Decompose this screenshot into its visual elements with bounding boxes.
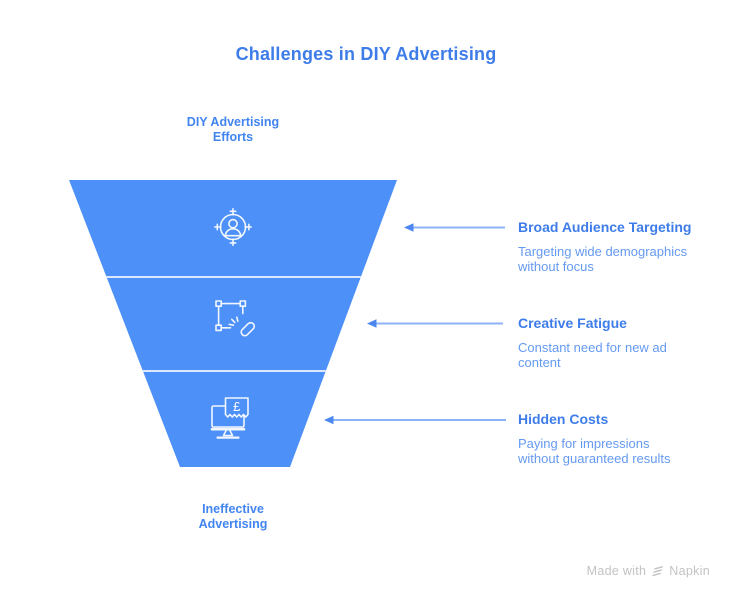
- annotation-broad-audience-targeting: Broad Audience Targeting Targeting wide …: [518, 219, 718, 275]
- made-with-label: Made with: [586, 564, 647, 578]
- annotation-hidden-costs: Hidden Costs Paying for impressions with…: [518, 411, 718, 467]
- annotation-title: Hidden Costs: [518, 411, 609, 427]
- annotation-title: Creative Fatigue: [518, 315, 627, 331]
- page-title: Challenges in DIY Advertising: [235, 44, 497, 64]
- funnel-output-label: Ineffective Advertising: [198, 502, 268, 531]
- annotation-title: Broad Audience Targeting: [518, 219, 692, 235]
- annotation-description: Targeting wide demographics without focu…: [518, 244, 688, 275]
- audience-target-icon: [214, 208, 252, 246]
- annotation-description: Paying for impressions without guarantee…: [518, 436, 671, 467]
- arrow-creative-fatigue: [367, 319, 503, 328]
- made-with-napkin-watermark: Made with Napkin: [587, 564, 710, 578]
- monitor-bill-icon: £: [210, 397, 249, 439]
- broken-link-selection-icon: [215, 300, 256, 337]
- brand-name-label: Napkin: [669, 564, 710, 578]
- annotation-description: Constant need for new ad content: [518, 340, 667, 371]
- annotation-creative-fatigue: Creative Fatigue Constant need for new a…: [518, 315, 718, 371]
- arrow-hidden-costs: [324, 415, 506, 425]
- arrow-broad-audience-targeting: [404, 223, 505, 232]
- napkin-logo-icon: [652, 565, 664, 576]
- funnel-shape: [69, 180, 397, 467]
- pound-symbol: £: [233, 399, 241, 414]
- funnel-input-label: DIY Advertising Efforts: [186, 115, 280, 144]
